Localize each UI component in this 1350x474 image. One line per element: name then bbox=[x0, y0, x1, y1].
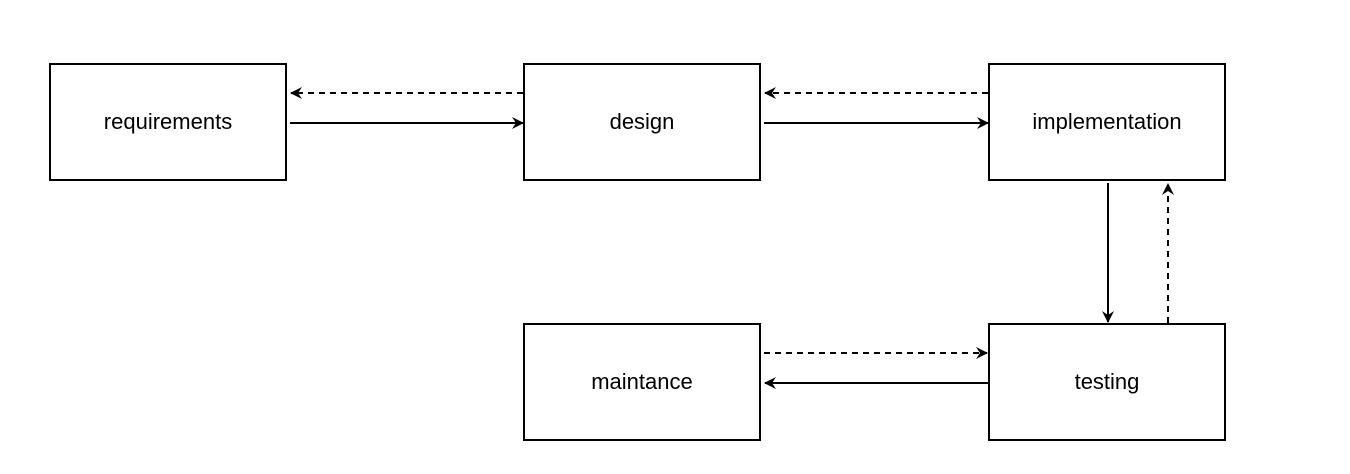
node-label: implementation bbox=[1032, 109, 1182, 134]
node-requirements: requirements bbox=[49, 63, 287, 181]
node-label: testing bbox=[1074, 369, 1140, 394]
node-label: maintance bbox=[591, 369, 693, 394]
node-label: design bbox=[609, 109, 675, 134]
node-implementation: implementation bbox=[988, 63, 1226, 181]
node-maintance: maintance bbox=[523, 323, 761, 441]
node-label: requirements bbox=[103, 109, 233, 134]
node-testing: testing bbox=[988, 323, 1226, 441]
node-design: design bbox=[523, 63, 761, 181]
